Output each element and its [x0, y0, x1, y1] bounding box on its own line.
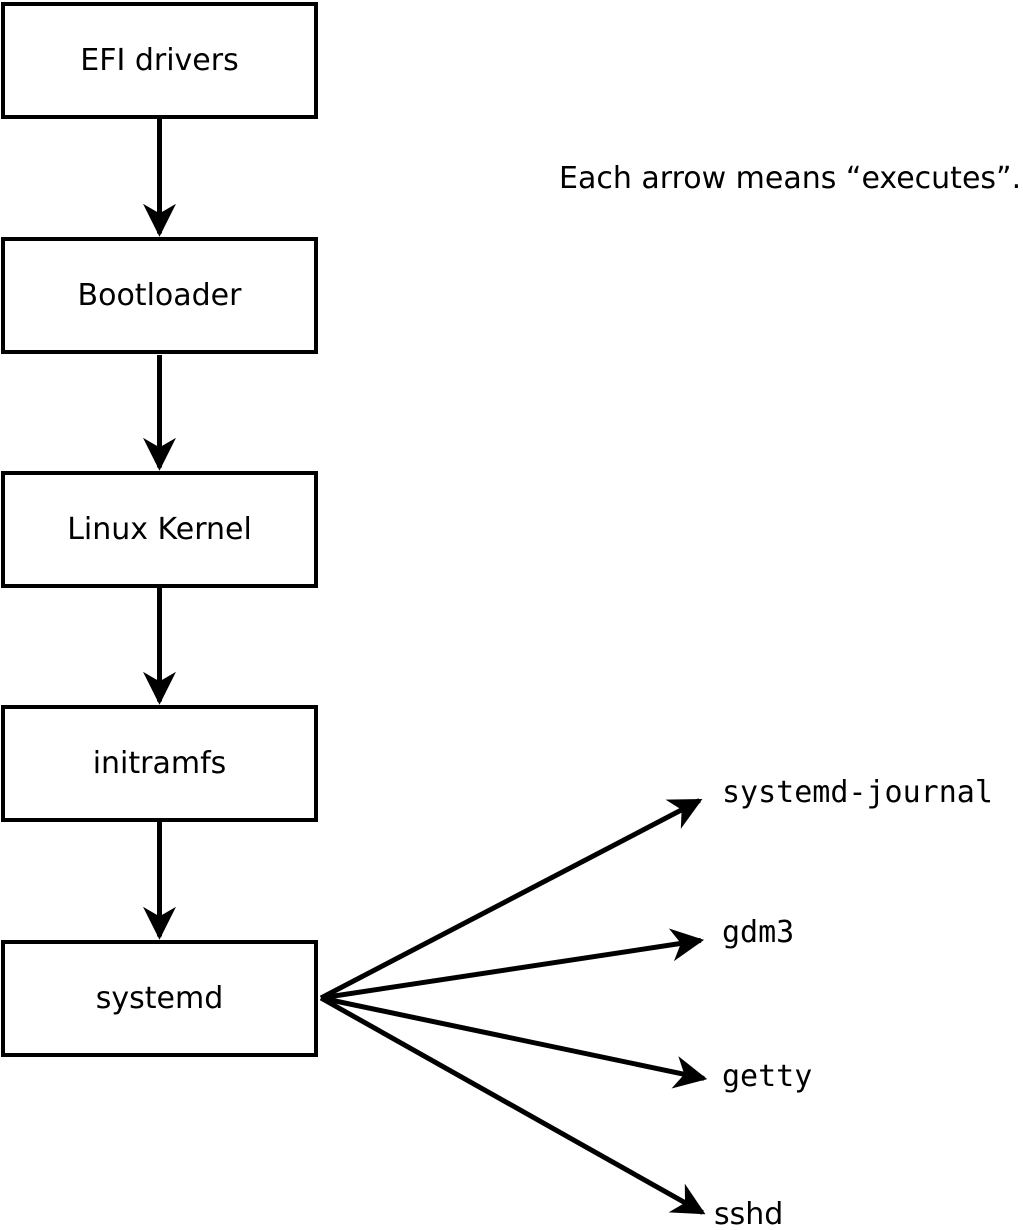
node-bootloader: Bootloader	[1, 237, 318, 354]
annotation-arrow-meaning: Each arrow means “executes”.	[559, 161, 1022, 196]
node-initramfs-label: initramfs	[92, 745, 227, 781]
node-linux-kernel-label: Linux Kernel	[67, 511, 252, 547]
node-systemd-label: systemd	[95, 980, 224, 1016]
label-sshd: sshd	[714, 1197, 784, 1230]
arrow-systemd-to-getty	[320, 995, 708, 1089]
label-systemd-journal: systemd-journal	[722, 775, 993, 810]
node-efi-drivers-label: EFI drivers	[80, 42, 239, 78]
node-bootloader-label: Bootloader	[77, 277, 242, 313]
arrow-systemd-to-sshd	[319, 995, 706, 1215]
arrow-systemd-to-gdm3	[320, 928, 705, 1001]
node-efi-drivers: EFI drivers	[1, 2, 318, 119]
node-systemd: systemd	[1, 940, 318, 1057]
node-initramfs: initramfs	[1, 705, 318, 822]
node-linux-kernel: Linux Kernel	[1, 471, 318, 588]
arrow-systemd-to-journal	[319, 798, 703, 1001]
label-getty: getty	[722, 1059, 813, 1094]
label-gdm3: gdm3	[722, 915, 795, 950]
